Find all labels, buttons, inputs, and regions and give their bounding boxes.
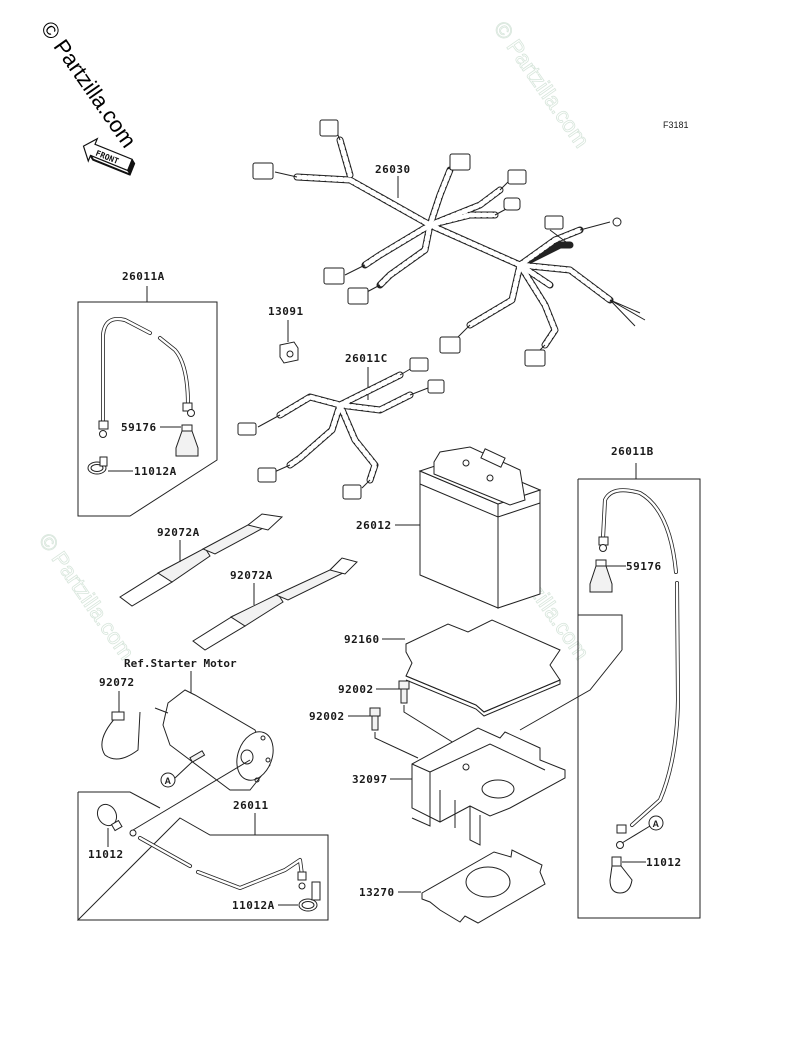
part-label-13091[interactable]: 13091	[268, 305, 304, 318]
svg-text:© Partzilla.com: © Partzilla.com	[36, 17, 142, 153]
stud-bolt	[189, 750, 206, 763]
starter-cable-26011[interactable]	[129, 829, 307, 890]
battery-cable-26011B[interactable]	[598, 488, 680, 849]
terminal-cap-11012A-left[interactable]	[87, 456, 108, 475]
terminal-cap-11012-left[interactable]	[94, 801, 123, 832]
cable-box-26011	[76, 791, 329, 921]
part-label-26011[interactable]: 26011	[233, 799, 269, 812]
figure-code: F3181	[663, 120, 689, 130]
part-label-26011B[interactable]: 26011B	[611, 445, 654, 458]
part-label-11012A-bottom[interactable]: 11012A	[232, 899, 275, 912]
part-label-26011A[interactable]: 26011A	[122, 270, 165, 283]
band-92072[interactable]	[101, 711, 141, 760]
leader-callout-A-cable	[132, 759, 251, 831]
part-label-26012[interactable]: 26012	[356, 519, 392, 532]
plate-13270[interactable]	[421, 849, 546, 924]
terminal-cover-59176-right[interactable]	[589, 559, 613, 593]
bolt-92002-2-guideline	[374, 732, 419, 759]
part-label-92002-1[interactable]: 92002	[338, 683, 374, 696]
battery-strap-92072A-2[interactable]	[192, 557, 358, 651]
terminal-cap-11012-right[interactable]	[609, 856, 633, 894]
part-label-59176-right[interactable]: 59176	[626, 560, 662, 573]
bolt-92002-1[interactable]	[398, 680, 410, 704]
starter-motor	[154, 689, 274, 791]
sub-harness-26011C[interactable]	[237, 357, 445, 500]
reference-starter-motor: Ref.Starter Motor	[124, 657, 237, 670]
leader-callout-A-right	[621, 825, 651, 844]
battery-26012[interactable]	[418, 446, 542, 609]
part-label-92072A-2[interactable]: 92072A	[230, 569, 273, 582]
part-label-26030[interactable]: 26030	[375, 163, 411, 176]
leader-callout-A-left	[174, 761, 193, 779]
clip-13091[interactable]	[279, 341, 299, 364]
part-label-32097[interactable]: 32097	[352, 773, 388, 786]
main-harness-26030[interactable]	[252, 119, 646, 367]
part-label-26011C[interactable]: 26011C	[345, 352, 388, 365]
bolt-92002-1-guideline	[403, 705, 463, 749]
terminal-cap-11012A-bottom[interactable]	[298, 881, 321, 912]
part-label-92002-2[interactable]: 92002	[309, 710, 345, 723]
svg-text:A: A	[653, 819, 660, 829]
part-label-13270[interactable]: 13270	[359, 886, 395, 899]
cable-box-26011B	[519, 463, 701, 919]
battery-strap-92072A-1[interactable]	[119, 513, 284, 607]
bolt-92002-2[interactable]	[369, 707, 381, 731]
battery-case-32097[interactable]	[411, 727, 566, 846]
watermark-top-right: © Partzilla.com	[489, 16, 595, 153]
callout-a-right: A	[648, 815, 664, 831]
svg-text:© Partzilla.com: © Partzilla.com	[489, 17, 595, 153]
watermark-top-left: © Partzilla.com	[36, 17, 142, 153]
terminal-cover-59176-left[interactable]	[175, 424, 199, 457]
battery-cable-26011A[interactable]	[98, 317, 195, 438]
callout-a-left: A	[160, 772, 176, 788]
part-label-92072A-1[interactable]: 92072A	[157, 526, 200, 539]
part-label-92160[interactable]: 92160	[344, 633, 380, 646]
svg-text:A: A	[165, 776, 172, 786]
part-label-92072[interactable]: 92072	[99, 676, 135, 689]
cable-box-26011A	[77, 286, 218, 517]
part-label-11012-left[interactable]: 11012	[88, 848, 124, 861]
part-label-11012-right[interactable]: 11012	[646, 856, 682, 869]
battery-pad-92160[interactable]	[405, 619, 561, 717]
part-label-59176-left[interactable]: 59176	[121, 421, 157, 434]
part-label-11012A-left[interactable]: 11012A	[134, 465, 177, 478]
